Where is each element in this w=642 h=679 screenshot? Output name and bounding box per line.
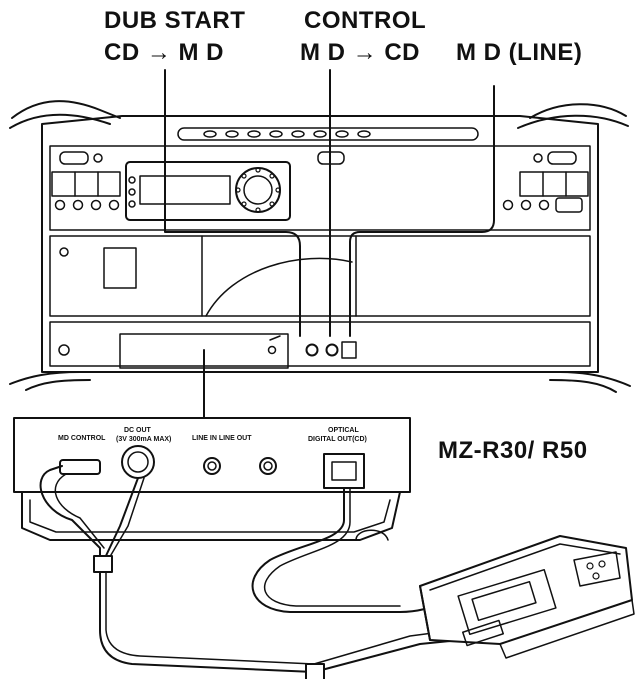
docking-station [13, 417, 411, 541]
md-control-text: MD CONTROL [58, 435, 106, 442]
dc-out-spec-text: (3V 300mA MAX) [116, 436, 171, 443]
line-in-out-text: LINE IN LINE OUT [192, 435, 252, 442]
md-line-leader [349, 85, 495, 337]
optical-text: OPTICAL [328, 427, 359, 434]
md-line-label: M D (LINE) [456, 39, 583, 66]
cables [39, 465, 461, 679]
digital-out-text: DIGITAL OUT(CD) [308, 436, 367, 443]
stereo-system [9, 100, 631, 393]
md-recorder [419, 535, 635, 659]
control-label: CONTROL [304, 7, 427, 34]
dub-start-leader [164, 69, 301, 337]
dub-start-label: DUB START [104, 7, 246, 34]
md-to-cd-label: M D → CD [300, 39, 420, 66]
model-label: MZ-R30/ R50 [438, 437, 588, 464]
dc-out-text: DC OUT [124, 427, 152, 434]
cd-to-md-label: CD → M D [104, 39, 224, 66]
